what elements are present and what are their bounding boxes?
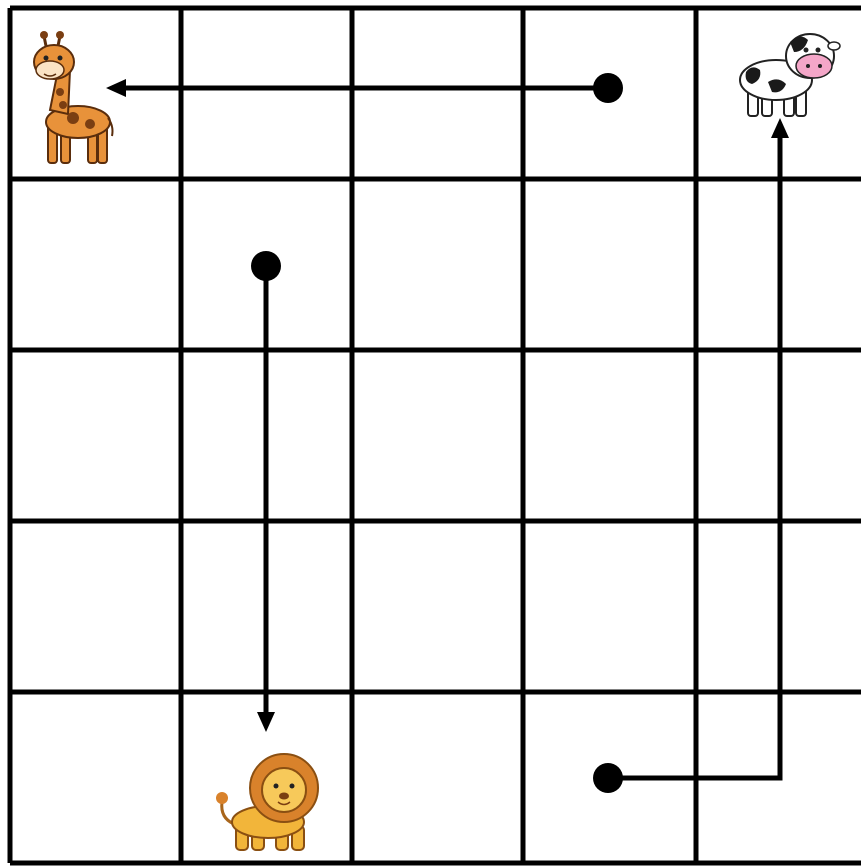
cow-nose <box>796 54 832 78</box>
giraffe-spot <box>56 88 64 96</box>
lion-eye <box>274 784 279 789</box>
lion-tail-tuft <box>216 792 228 804</box>
cow-eye <box>804 48 809 53</box>
giraffe-spot <box>67 112 79 124</box>
lion-nose <box>279 793 289 800</box>
cow-nostril <box>818 64 822 68</box>
giraffe-eye <box>58 56 63 61</box>
giraffe-spot <box>85 119 95 129</box>
giraffe-horn-tip <box>56 31 64 39</box>
cow-nostril <box>806 64 810 68</box>
giraffe-eye <box>44 56 49 61</box>
giraffe-horn-tip <box>40 31 48 39</box>
lion-eye <box>290 784 295 789</box>
cow-ear <box>828 42 840 50</box>
lion-face <box>262 768 306 812</box>
giraffe-spot <box>59 101 67 109</box>
cow-eye <box>816 48 821 53</box>
